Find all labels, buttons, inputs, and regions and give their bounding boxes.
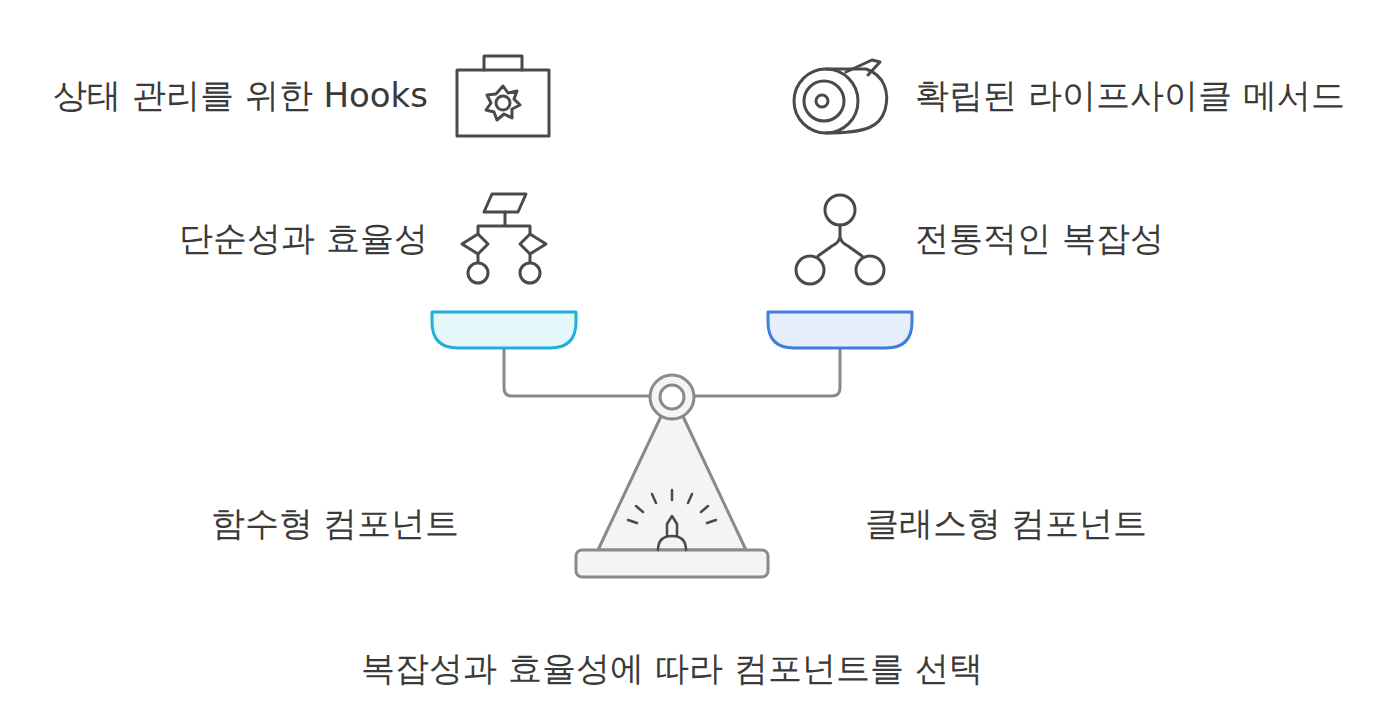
side-label: 단순성과 효율성 [179,218,428,259]
side-label: 상태 관리를 위한 Hooks [53,75,428,116]
toolbox-icon [457,56,549,136]
caption: 복잡성과 효율성에 따라 컴포넌트를 선택 [361,648,982,689]
right-pan [768,312,912,348]
side-label: 확립된 라이프사이클 메서드 [915,75,1345,116]
flowchart-icon [462,194,546,283]
side-label: 함수형 컴포넌트 [211,503,460,544]
tree-icon [796,195,884,284]
left-pan [432,312,576,348]
side-label: 전통적인 복잡성 [915,218,1164,259]
gauge [628,490,716,550]
side-label: 클래스형 컴포넌트 [865,503,1148,544]
pivot-inner [660,385,684,409]
balance-base [576,550,768,577]
balance-stand [598,410,746,550]
log-icon [794,60,887,133]
pivot [650,375,694,419]
